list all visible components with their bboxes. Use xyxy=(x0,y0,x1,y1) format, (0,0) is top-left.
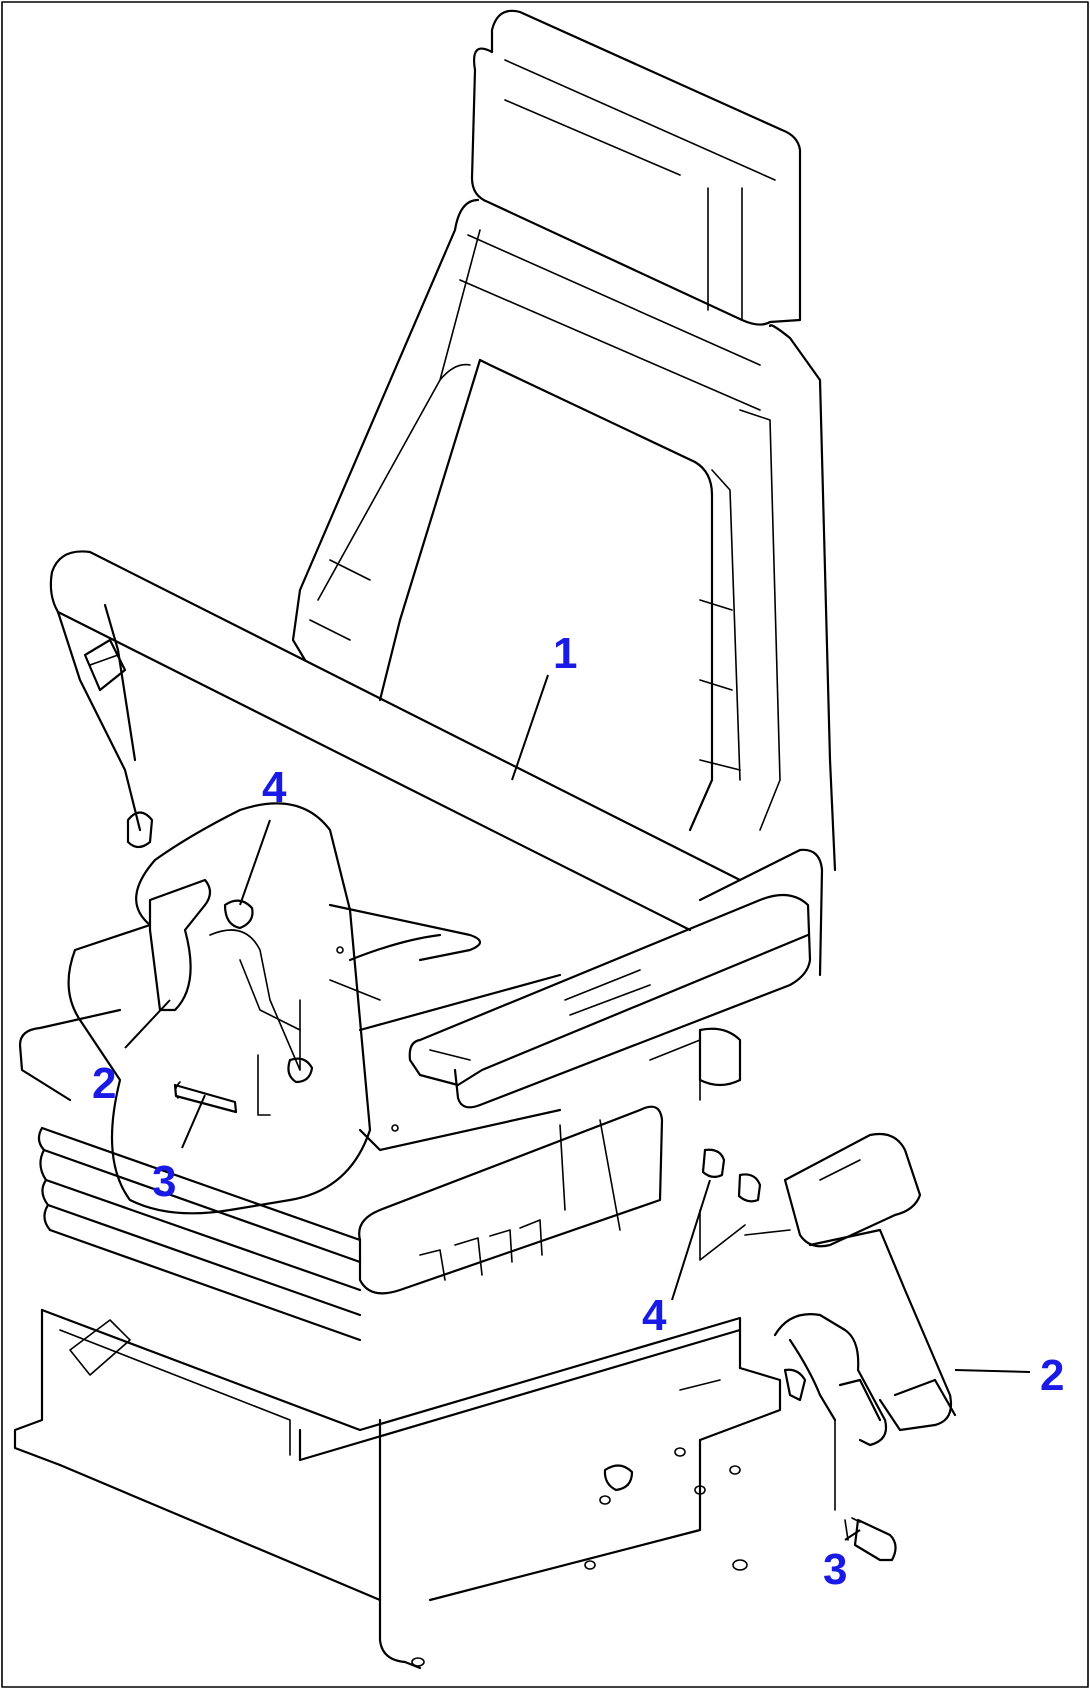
right-nut-4 xyxy=(701,1148,726,1179)
left-belt-tongue xyxy=(148,878,212,1012)
left-nut-4 xyxy=(223,899,254,930)
right-belt-assembly xyxy=(699,1132,957,1562)
callout-2-right: 2 xyxy=(1040,1351,1064,1400)
leader-lines xyxy=(124,674,1031,1541)
right-belt-buckle xyxy=(783,1132,922,1248)
leader-2-left xyxy=(124,999,171,1049)
left-belt-buckle-upper xyxy=(83,638,127,692)
callout-3-right: 3 xyxy=(823,1545,847,1594)
leader-4-left xyxy=(239,819,271,906)
seat-base xyxy=(13,1308,782,1670)
leader-1 xyxy=(511,674,549,781)
callout-3-left: 3 xyxy=(152,1157,176,1206)
suspension-bellows xyxy=(37,1126,362,1342)
handrail-bar xyxy=(49,550,742,932)
leader-3-right xyxy=(844,1529,861,1541)
callout-2-left: 2 xyxy=(92,1059,116,1108)
seat-cushion xyxy=(18,903,562,1152)
left-belt-assembly xyxy=(67,638,372,1215)
seat-front-panel xyxy=(358,1105,664,1295)
armrest xyxy=(408,848,824,1109)
left-bolt-3 xyxy=(173,1083,238,1114)
callout-1: 1 xyxy=(553,629,577,678)
right-bolt-3 xyxy=(853,1518,897,1562)
leader-4-right xyxy=(671,1179,711,1301)
seat-back xyxy=(291,198,837,872)
leader-2-right xyxy=(954,1369,1031,1373)
headrest xyxy=(470,9,802,326)
callout-4-left: 4 xyxy=(262,763,287,812)
leader-3-left xyxy=(181,1094,206,1149)
callout-4-right: 4 xyxy=(642,1291,667,1340)
